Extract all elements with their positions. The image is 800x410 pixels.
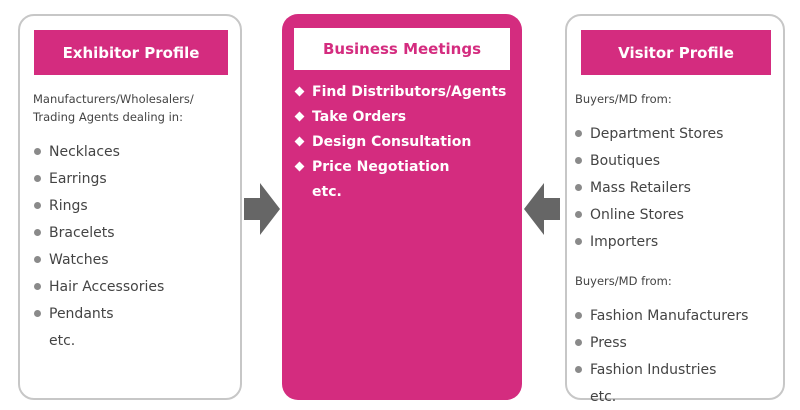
list-item: Rings <box>34 192 164 219</box>
arrow-left-icon <box>524 183 560 235</box>
list-item: Bracelets <box>34 219 164 246</box>
diamond-bullet-icon <box>294 86 305 97</box>
bullet-dot-icon <box>34 256 41 263</box>
business-meetings-title: Business Meetings <box>294 28 510 70</box>
diamond-bullet-icon <box>294 111 305 122</box>
visitor-profile-title: Visitor Profile <box>581 30 771 75</box>
bullet-dot-icon <box>575 211 582 218</box>
list-item: Importers <box>575 228 723 255</box>
list-item: Watches <box>34 246 164 273</box>
bullet-dot-icon <box>34 202 41 209</box>
bullet-dot-icon <box>575 130 582 137</box>
list-item: Boutiques <box>575 147 723 174</box>
list-item: Mass Retailers <box>575 174 723 201</box>
list-item: Fashion Industries <box>575 356 748 383</box>
bullet-dot-icon <box>575 238 582 245</box>
list-item: Pendants <box>34 300 164 327</box>
list-item: Fashion Manufacturers <box>575 302 748 329</box>
list-item: Department Stores <box>575 120 723 147</box>
etc-text: etc. <box>49 332 76 349</box>
bullet-dot-icon <box>575 157 582 164</box>
business-meetings-panel: Business Meetings Find Distributors/Agen… <box>282 14 522 400</box>
bullet-dot-icon <box>34 283 41 290</box>
list-item: Design Consultation <box>294 129 506 154</box>
visitor-profile-panel: Visitor Profile Buyers/MD from: Departme… <box>565 14 785 405</box>
bullet-dot-icon <box>575 312 582 319</box>
visitor-industry-list: Fashion Manufacturers Press Fashion Indu… <box>575 302 748 410</box>
exhibitor-product-list: Necklaces Earrings Rings Bracelets Watch… <box>34 138 164 354</box>
visitor-buyer-list: Department Stores Boutiques Mass Retaile… <box>575 120 723 255</box>
exhibitor-intro-text: Manufacturers/Wholesalers/ Trading Agent… <box>33 92 194 124</box>
bullet-dot-icon <box>575 366 582 373</box>
bullet-dot-icon <box>34 310 41 317</box>
arrow-right-icon <box>244 183 280 235</box>
list-item: Take Orders <box>294 104 506 129</box>
bullet-dot-icon <box>34 148 41 155</box>
list-item: Necklaces <box>34 138 164 165</box>
exhibitor-profile-title: Exhibitor Profile <box>34 30 228 75</box>
visitor-intro-text-2: Buyers/MD from: <box>575 274 672 288</box>
visitor-intro-text: Buyers/MD from: <box>575 92 672 106</box>
list-item: Press <box>575 329 748 356</box>
bullet-dot-icon <box>34 175 41 182</box>
business-meetings-list: Find Distributors/Agents Take Orders Des… <box>294 79 506 204</box>
exhibitor-profile-panel: Exhibitor Profile Manufacturers/Wholesal… <box>18 14 242 400</box>
bullet-dot-icon <box>575 184 582 191</box>
bullet-dot-icon <box>575 339 582 346</box>
list-item: Hair Accessories <box>34 273 164 300</box>
bullet-dot-icon <box>34 229 41 236</box>
etc-text: etc. <box>312 183 342 200</box>
list-item: Earrings <box>34 165 164 192</box>
list-item: Find Distributors/Agents <box>294 79 506 104</box>
etc-text: etc. <box>590 388 617 405</box>
diamond-bullet-icon <box>294 161 305 172</box>
list-item: Online Stores <box>575 201 723 228</box>
list-item: Price Negotiation <box>294 154 506 179</box>
diamond-bullet-icon <box>294 136 305 147</box>
